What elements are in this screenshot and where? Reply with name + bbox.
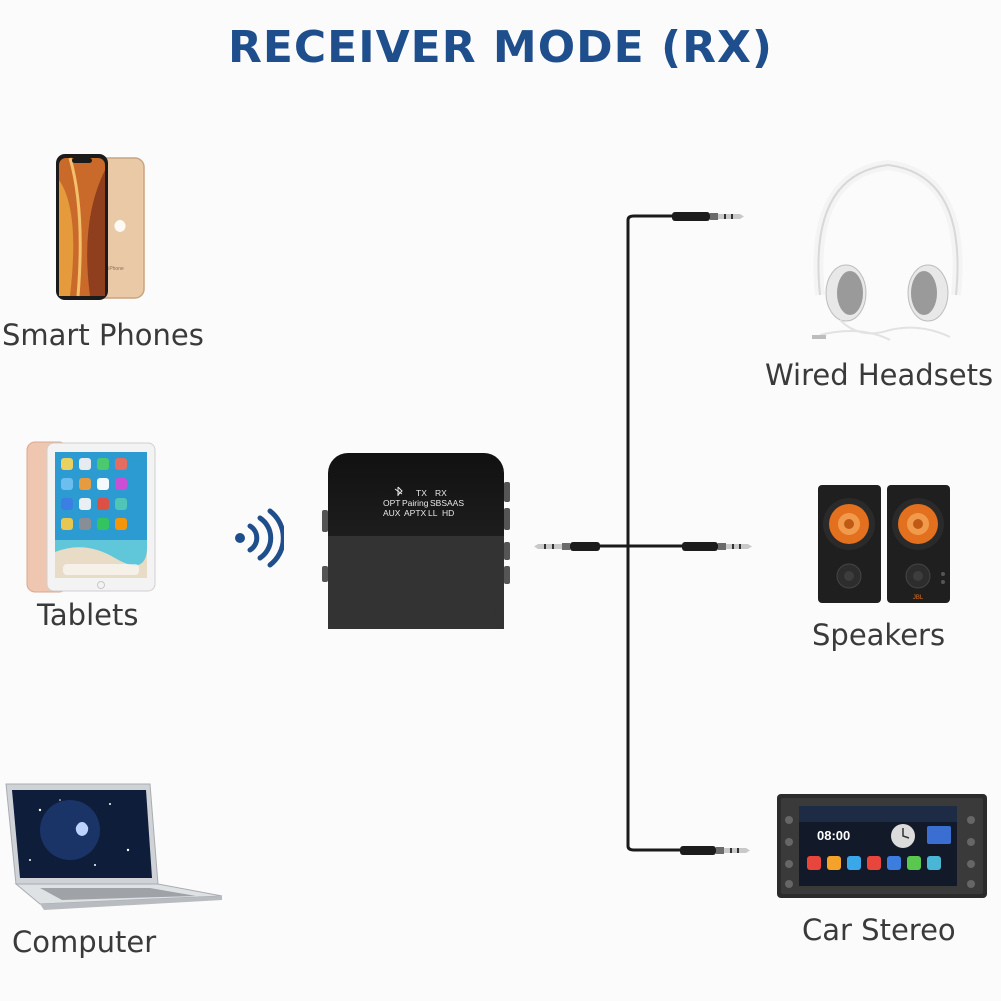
aux-plug-middle	[682, 542, 752, 551]
aux-plug-top	[672, 212, 744, 221]
stereo-clock-text: 08:00	[817, 828, 850, 843]
source-label-tablets: Tablets	[37, 598, 139, 632]
device-label-pairing: Pairing	[402, 498, 429, 508]
bluetooth-icon	[394, 486, 403, 496]
aux-plug-bottom	[680, 846, 750, 855]
headphones-icon	[812, 159, 963, 341]
device-label-hd: HD	[442, 508, 454, 518]
device-label-opt: OPT	[383, 498, 400, 508]
output-label-car-stereo: Car Stereo	[802, 913, 956, 947]
device-label-tx: TX	[416, 488, 427, 498]
speakers-icon: JBL	[818, 485, 950, 603]
page-title: RECEIVER MODE (RX)	[227, 22, 774, 73]
aux-cable-diagram	[534, 212, 752, 855]
device-label-sbs: SBS	[430, 498, 447, 508]
device-label-aptx: APTX	[404, 508, 427, 518]
output-label-speakers: Speakers	[812, 618, 946, 652]
device-label-ll: LL	[428, 508, 438, 518]
aux-plug-left	[534, 542, 600, 551]
bluetooth-receiver-device: TX RX OPT Pairing SBS AAS AUX APTX LL HD	[322, 453, 510, 629]
device-label-aux: AUX	[383, 508, 401, 518]
tablet-icon	[26, 441, 156, 593]
device-label-aas: AAS	[447, 498, 464, 508]
phone-brand-text: iPhone	[108, 266, 124, 272]
source-label-computer: Computer	[12, 925, 157, 959]
source-label-smartphones: Smart Phones	[2, 318, 204, 352]
speaker-brand-text: JBL	[913, 595, 924, 601]
car-stereo-icon: 08:00	[777, 794, 987, 898]
smartphone-icon: iPhone	[56, 154, 145, 300]
output-label-headsets: Wired Headsets	[765, 358, 994, 392]
laptop-icon	[5, 783, 223, 910]
device-label-rx: RX	[435, 488, 447, 498]
wireless-signal-icon	[235, 508, 284, 568]
